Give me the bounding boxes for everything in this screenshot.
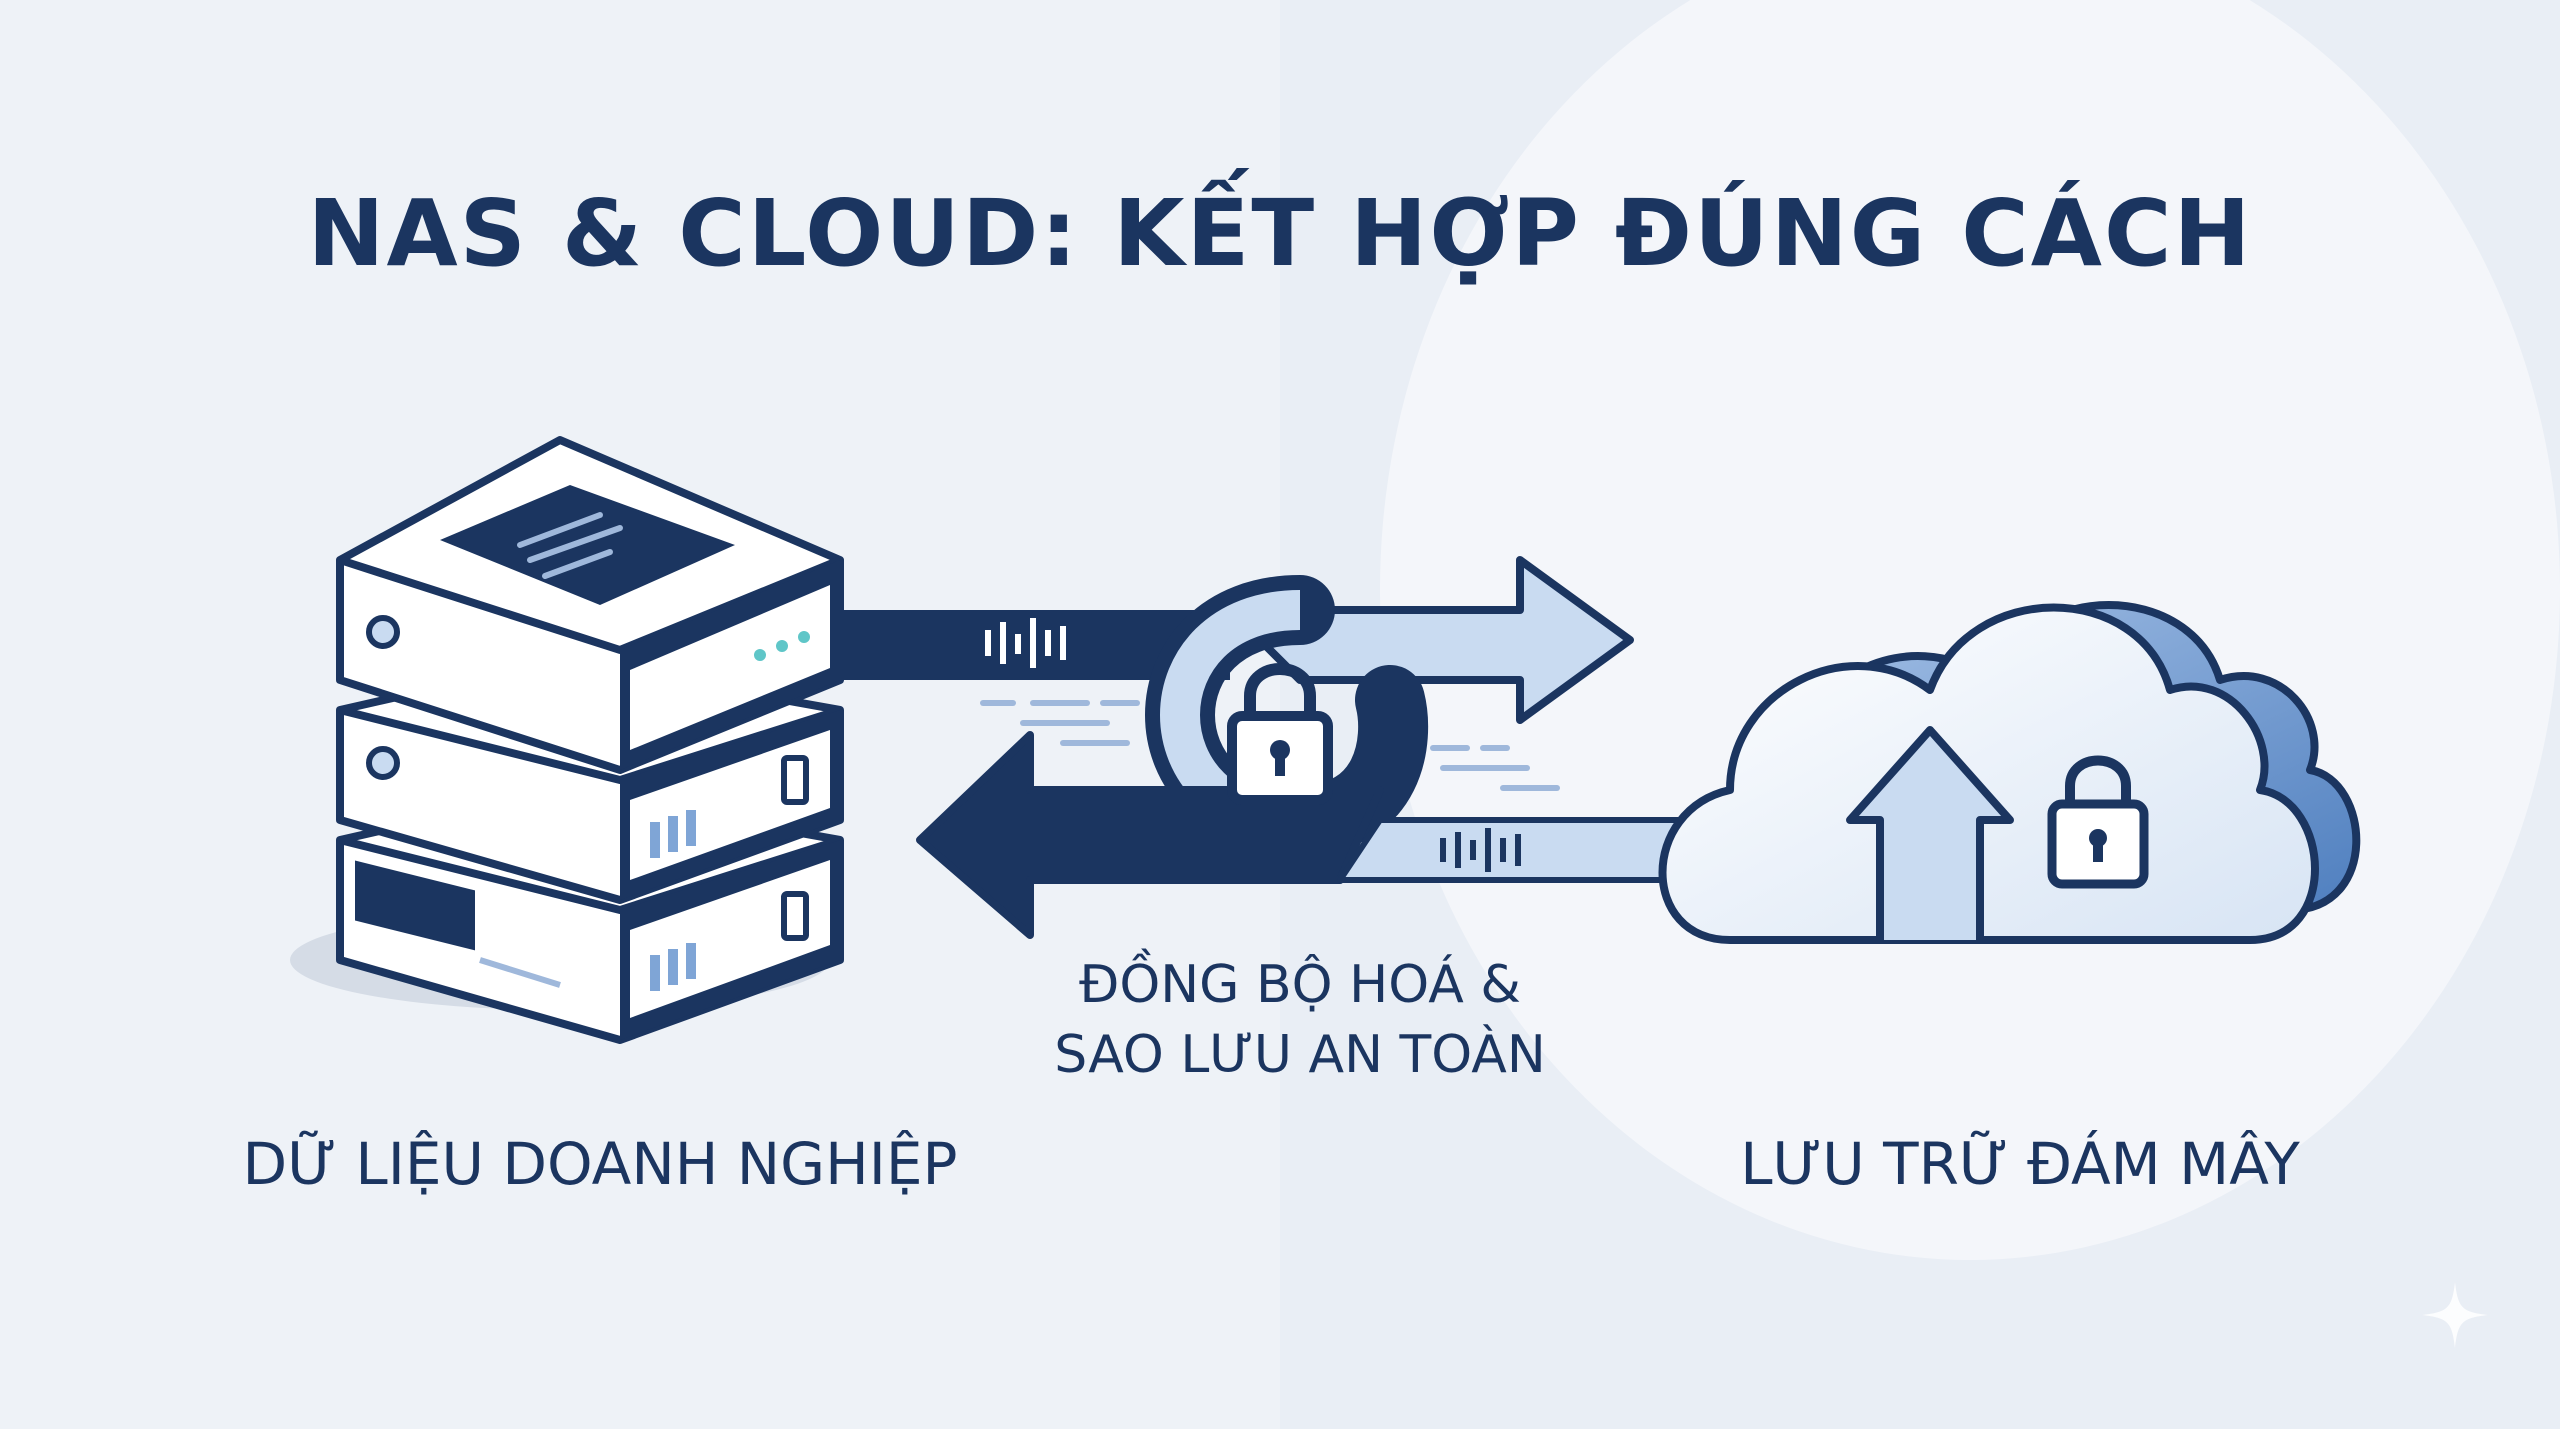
nas-unit-top — [336, 436, 844, 774]
page-title: NAS & CLOUD: KẾT HỢP ĐÚNG CÁCH — [307, 180, 2253, 287]
ethernet-port-panel — [355, 860, 475, 951]
cloud-padlock-icon — [2047, 755, 2149, 889]
cloud-upload-lock-icon — [1658, 601, 2361, 944]
nas-server-icon — [290, 436, 844, 1044]
sync-label-line1: ĐỒNG BỘ HOÁ & — [1079, 955, 1521, 1015]
sync-arrows — [840, 556, 1703, 939]
sparkle-icon — [2422, 1282, 2488, 1348]
cloud-upload-arrow — [1846, 726, 2014, 940]
arrow-left-to-nas — [916, 731, 1384, 939]
cloud-front-layer — [1658, 603, 2319, 944]
sync-label: ĐỒNG BỘ HOÁ & SAO LƯU AN TOÀN — [1000, 950, 1600, 1090]
cloud-label: LƯU TRỮ ĐÁM MÂY — [1740, 1130, 2300, 1198]
nas-top-display — [440, 485, 735, 605]
padlock-icon — [1227, 663, 1333, 805]
sync-label-line2: SAO LƯU AN TOÀN — [1054, 1025, 1546, 1085]
nas-label: DỮ LIỆU DOANH NGHIỆP — [242, 1130, 958, 1198]
arrow-right-to-cloud — [1226, 556, 1634, 724]
